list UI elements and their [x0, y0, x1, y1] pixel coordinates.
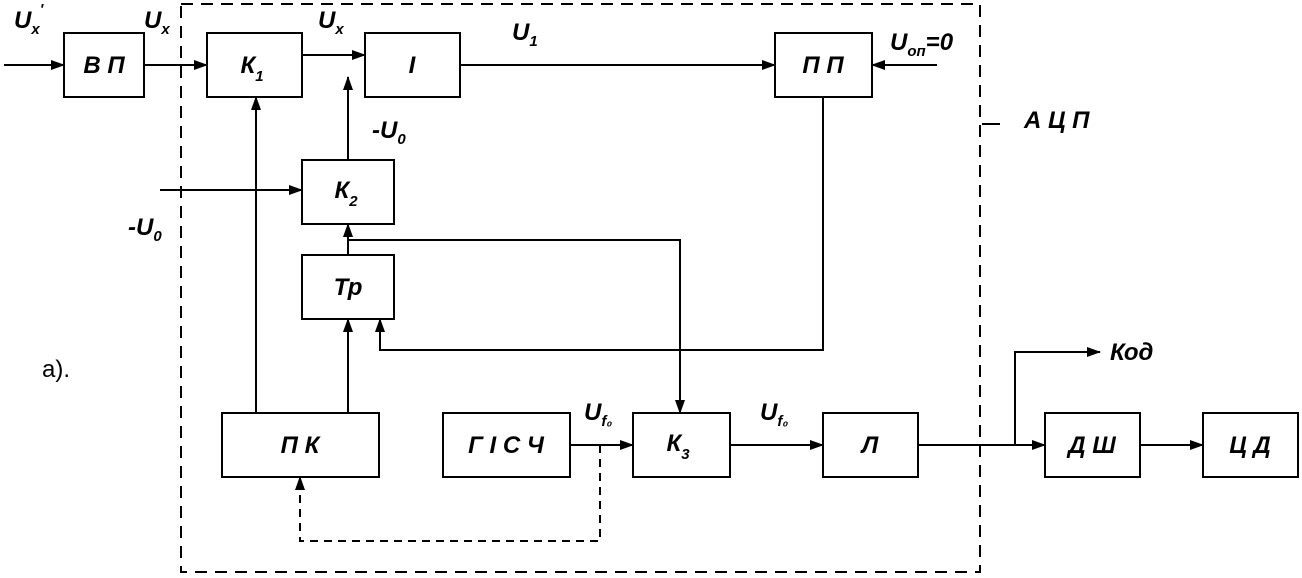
connections — [4, 50, 1204, 542]
block-vp: В П — [63, 32, 145, 98]
svg-text:К2: К2 — [334, 177, 358, 210]
svg-text:Л: Л — [860, 432, 879, 459]
block-dsh: Д Ш — [1044, 412, 1141, 478]
block-integrator: І — [364, 32, 461, 98]
svg-text:П П: П П — [802, 52, 844, 79]
svg-text:І: І — [409, 52, 417, 79]
block-k2: К2 — [301, 159, 395, 225]
svg-text:К3: К3 — [666, 430, 690, 463]
svg-text:Д Ш: Д Ш — [1066, 432, 1116, 459]
block-k1: К1 — [206, 32, 303, 98]
svg-text:К1: К1 — [240, 52, 263, 85]
block-gisch: Г І С Ч — [442, 412, 571, 478]
svg-text:Ц Д: Ц Д — [1229, 432, 1271, 459]
svg-text:П К: П К — [281, 432, 322, 459]
signal-uop: Uоп=0 — [890, 29, 954, 60]
adc-label: А Ц П — [1023, 107, 1090, 134]
svg-text:Г І С Ч: Г І С Ч — [468, 432, 545, 459]
svg-text:Тр: Тр — [334, 274, 363, 301]
signal-minus-u0-left: -U0 — [128, 214, 162, 245]
signal-ux-input: Ux' — [14, 1, 44, 38]
adc-boundary — [180, 3, 981, 573]
signal-ux-vp: Ux — [144, 7, 170, 38]
svg-text:В П: В П — [83, 52, 125, 79]
panel-label: а). — [42, 356, 70, 383]
signal-uf0-a: Uf₀ — [584, 399, 612, 430]
signal-kod: Код — [1110, 339, 1153, 366]
signal-uf0-b: Uf₀ — [760, 399, 788, 430]
signal-minus-u0-top: -U0 — [372, 117, 406, 148]
block-tsd: Ц Д — [1202, 412, 1299, 478]
block-k3: К3 — [632, 412, 731, 478]
signal-ux-k1: Ux — [318, 7, 344, 38]
signal-u1: U1 — [512, 19, 538, 50]
block-tr: Тр — [301, 254, 395, 320]
block-pp: П П — [774, 32, 873, 98]
block-pk: П К — [221, 412, 380, 478]
block-l: Л — [822, 412, 919, 478]
